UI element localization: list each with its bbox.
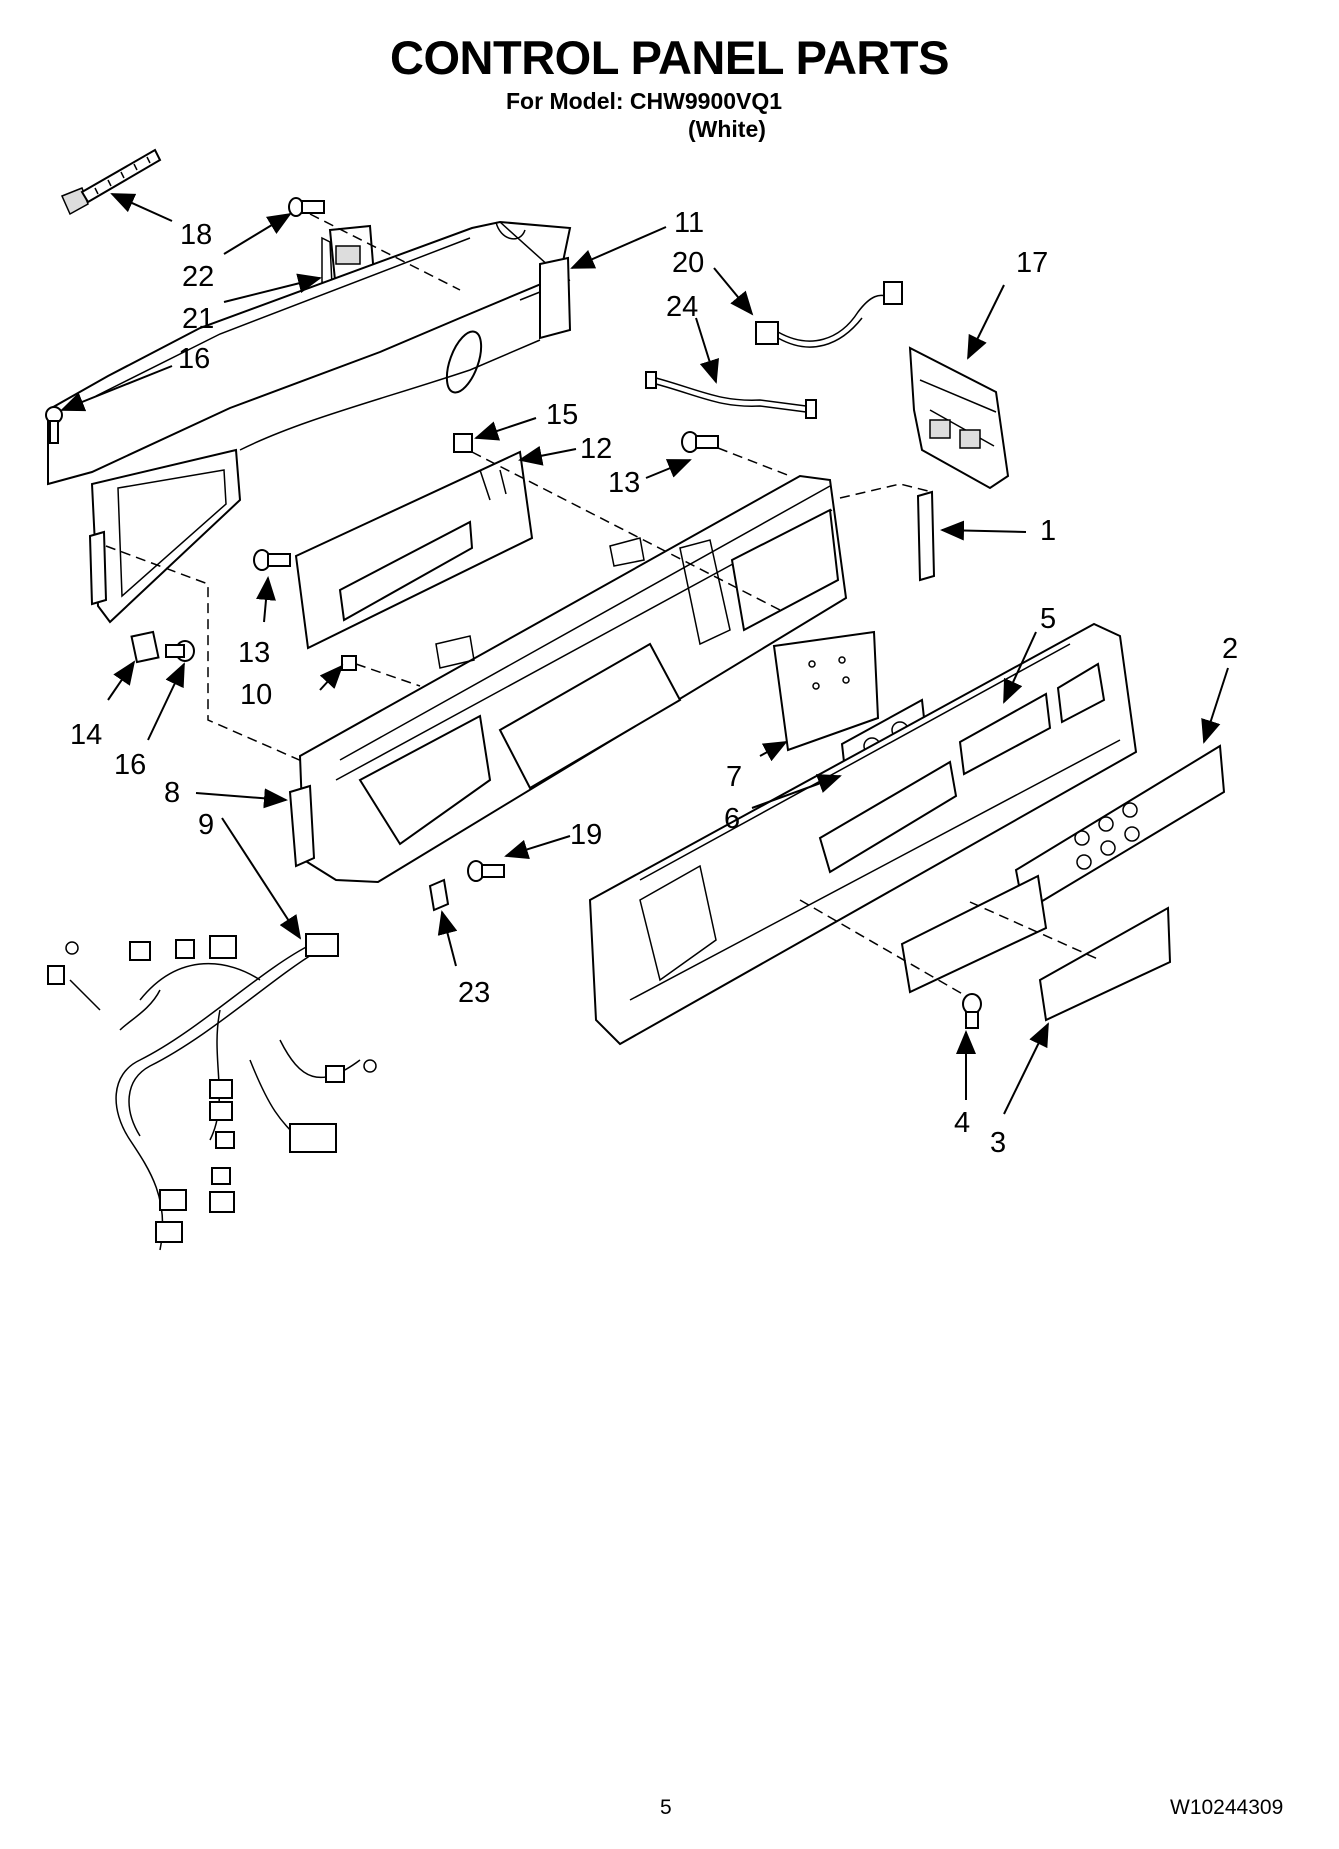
clip-part-15 [453,433,473,453]
callout-5: 5 [1040,603,1056,635]
callout-14: 14 [70,719,102,751]
screw-part-16a [45,406,63,444]
wire-harness-part-9 [47,933,377,1251]
module-part-17 [908,346,1010,490]
screw-part-13a [681,431,719,453]
part-1 [916,490,936,582]
screw-part-4 [962,993,982,1029]
console-bracket-part-11 [47,220,572,624]
callout-21: 21 [182,303,214,335]
assembly-dash-lines [105,213,1101,997]
callout-11: 11 [674,207,704,239]
screw-part-16b [165,640,195,662]
callout-8: 8 [164,777,180,809]
callout-18: 18 [180,219,212,251]
callout-3: 3 [990,1127,1006,1159]
callout-17: 17 [1016,247,1048,279]
page-number: 5 [660,1796,672,1819]
model-line: For Model: CHW9900VQ1 [506,88,783,114]
clip-part-23 [428,878,450,912]
color-line: (White) [688,116,766,142]
screw-part-13b [253,549,291,571]
ribbon-cable-part-24 [645,371,817,419]
callout-13-left: 13 [238,637,270,669]
cover-part-3 [900,874,1172,1022]
callout-9: 9 [198,809,214,841]
page-title: CONTROL PANEL PARTS [390,31,949,84]
callout-13-right: 13 [608,467,640,499]
control-board-part-12 [294,450,534,650]
document-number: W10244309 [1170,1796,1284,1819]
screw-part-22 [288,197,325,217]
callout-22: 22 [182,261,214,293]
callout-4: 4 [954,1107,970,1139]
callout-16-bottom: 16 [114,749,146,781]
part-7 [772,630,880,752]
screw-part-19 [467,860,505,882]
clip-part-10 [341,655,357,671]
console-housing-part-8 [288,474,848,884]
callout-labels: 18 22 21 16 11 20 24 17 15 12 13 1 13 10… [70,207,1238,1159]
callout-10: 10 [240,679,272,711]
cable-tie-part [60,148,162,216]
callout-2: 2 [1222,633,1238,665]
label-part-14 [130,630,160,664]
callout-1: 1 [1040,515,1056,547]
callout-leaders [60,193,1229,1115]
harness-part-20 [755,281,903,348]
callout-7: 7 [726,761,742,793]
callout-12: 12 [580,433,612,465]
callout-6: 6 [724,803,740,835]
callout-19: 19 [570,819,602,851]
callout-16-top: 16 [178,343,210,375]
callout-24: 24 [666,291,698,323]
callout-20: 20 [672,247,704,279]
callout-15: 15 [546,399,578,431]
console-panel-part-5 [588,622,1138,1046]
callout-23: 23 [458,977,490,1009]
